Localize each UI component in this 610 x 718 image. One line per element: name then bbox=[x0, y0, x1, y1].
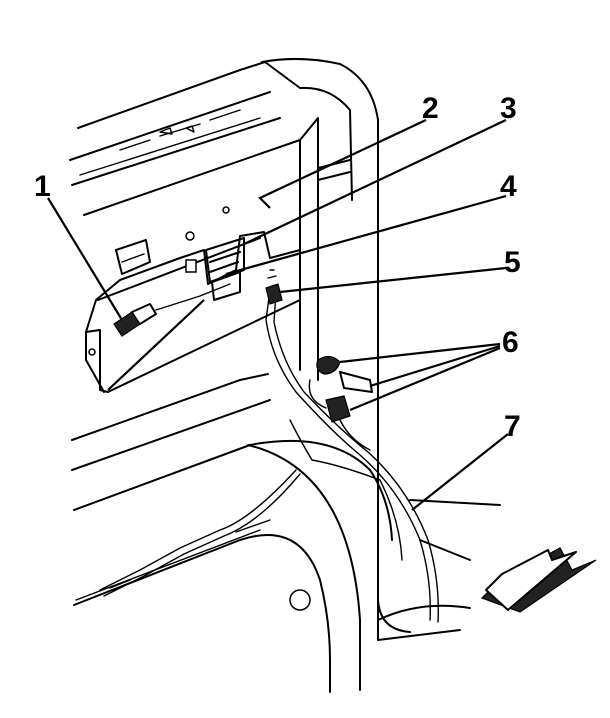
callout-1: 1 bbox=[34, 170, 51, 203]
connector-1 bbox=[113, 283, 231, 337]
forward-arrow-icon bbox=[480, 547, 597, 613]
callout-7: 7 bbox=[504, 410, 521, 443]
lower-body bbox=[71, 373, 501, 693]
pillar-panel bbox=[83, 117, 319, 393]
wiring-harness bbox=[99, 269, 439, 623]
callout-3: 3 bbox=[500, 92, 517, 125]
callout-2: 2 bbox=[422, 92, 439, 125]
callout-4: 4 bbox=[500, 170, 517, 203]
callout-6: 6 bbox=[502, 326, 519, 359]
roof-structure bbox=[69, 57, 379, 641]
callout-labels: 1 2 3 4 5 6 7 bbox=[34, 92, 521, 443]
leader-lines bbox=[47, 119, 509, 511]
callout-5: 5 bbox=[504, 246, 521, 279]
